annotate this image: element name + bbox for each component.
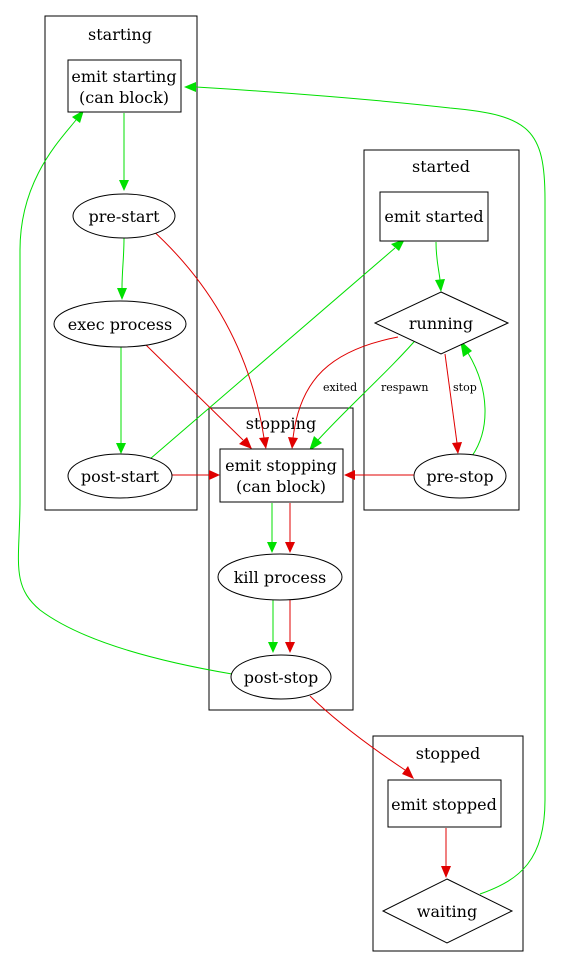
node-pre-stop: pre-stop [413, 453, 507, 499]
cluster-starting: starting [44, 15, 198, 511]
edge-label-stop: stop [453, 381, 477, 394]
cluster-stopped-label: stopped [416, 744, 480, 763]
cluster-stopping: stopping [208, 407, 354, 711]
edge-pre-start-to-emit-stopping [149, 227, 265, 439]
node-running-label: running [409, 314, 473, 333]
node-exec-process-label: exec process [68, 315, 172, 334]
node-post-stop-label: post-stop [244, 668, 318, 687]
edges-green [17, 82, 546, 895]
edge-exec-process-to-emit-stopping [145, 344, 244, 441]
node-waiting: waiting [381, 878, 514, 944]
node-pre-start: pre-start [72, 193, 176, 239]
node-emit-started: emit started [379, 191, 489, 242]
node-emit-stopped-label: emit stopped [391, 795, 497, 814]
edge-post-stop-to-emit-starting [17, 119, 233, 675]
edge-pre-start-to-exec-process [121, 237, 125, 289]
node-post-start-label: post-start [81, 467, 160, 486]
node-emit-starting-line1: emit starting [71, 67, 176, 86]
edge-label-exited: exited [323, 381, 357, 394]
node-pre-stop-label: pre-stop [426, 467, 493, 486]
edge-post-stop-to-emit-stopped [309, 695, 406, 771]
node-emit-started-label: emit started [384, 207, 483, 226]
edge-running-to-pre-stop [444, 353, 458, 444]
node-kill-process: kill process [217, 553, 343, 601]
edge-running-to-emit-stopping-exited [292, 336, 399, 439]
node-emit-stopping-line2: (can block) [236, 477, 326, 496]
node-waiting-label: waiting [417, 902, 477, 921]
node-pre-start-label: pre-start [88, 207, 160, 226]
node-emit-starting-line2: (can block) [79, 88, 169, 107]
edge-post-start-to-emit-started [149, 247, 396, 460]
node-kill-process-label: kill process [234, 568, 327, 587]
node-running: running [373, 291, 510, 355]
cluster-stopped: stopped [372, 735, 524, 952]
edge-pre-stop-to-running [467, 352, 486, 457]
edge-emit-started-to-running [435, 241, 441, 281]
node-emit-starting: emit starting (can block) [67, 59, 182, 113]
edge-label-respawn: respawn [381, 381, 429, 394]
node-post-start: post-start [67, 453, 173, 499]
edge-running-to-emit-stopping-respawn [317, 334, 421, 441]
cluster-started: started [363, 149, 520, 511]
node-emit-stopping: emit stopping (can block) [219, 448, 344, 503]
node-emit-stopped: emit stopped [387, 779, 502, 828]
node-post-stop: post-stop [230, 654, 332, 700]
edges-red [145, 227, 462, 878]
cluster-stopping-label: stopping [246, 414, 316, 433]
cluster-started-label: started [412, 157, 470, 176]
edge-waiting-to-emit-starting [195, 86, 546, 895]
node-emit-stopping-line1: emit stopping [225, 456, 337, 475]
node-exec-process: exec process [53, 300, 187, 348]
cluster-starting-label: starting [88, 25, 152, 44]
